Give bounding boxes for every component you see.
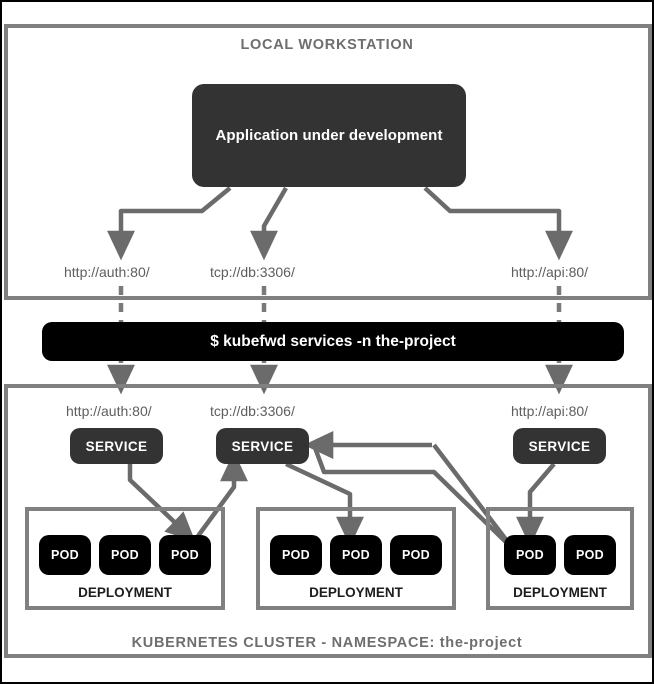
pod-row: POD POD POD (260, 535, 452, 575)
deployment-label: DEPLOYMENT (513, 585, 607, 600)
endpoint-label-api-bottom: http://api:80/ (511, 403, 589, 419)
pod-box[interactable]: POD (159, 535, 211, 575)
pod-label: POD (282, 548, 310, 562)
pod-box[interactable]: POD (99, 535, 151, 575)
service-label: SERVICE (231, 438, 294, 454)
pod-label: POD (576, 548, 604, 562)
service-box-db[interactable]: SERVICE (216, 428, 309, 464)
pod-label: POD (51, 548, 79, 562)
pod-box[interactable]: POD (39, 535, 91, 575)
deployment-label: DEPLOYMENT (78, 585, 172, 600)
deployment-label: DEPLOYMENT (309, 585, 403, 600)
endpoint-label-api-top: http://api:80/ (511, 264, 589, 280)
service-label: SERVICE (528, 438, 591, 454)
service-label: SERVICE (85, 438, 148, 454)
kubefwd-command-bar[interactable]: $ kubefwd services -n the-project (42, 322, 624, 361)
pod-label: POD (402, 548, 430, 562)
pod-row: POD POD (490, 535, 630, 575)
pod-label: POD (171, 548, 199, 562)
service-box-api[interactable]: SERVICE (513, 428, 606, 464)
kubefwd-command-text: $ kubefwd services -n the-project (210, 332, 456, 350)
pod-box[interactable]: POD (390, 535, 442, 575)
pod-box[interactable]: POD (330, 535, 382, 575)
pod-label: POD (516, 548, 544, 562)
deployment-box-2: POD POD POD DEPLOYMENT (256, 507, 456, 610)
deployment-box-1: POD POD POD DEPLOYMENT (25, 507, 225, 610)
endpoint-label-db-bottom: tcp://db:3306/ (210, 403, 295, 419)
endpoint-label-auth-bottom: http://auth:80/ (66, 403, 152, 419)
pod-label: POD (342, 548, 370, 562)
pod-box[interactable]: POD (564, 535, 616, 575)
local-workstation-frame (4, 24, 652, 300)
pod-box[interactable]: POD (270, 535, 322, 575)
kubernetes-cluster-frame (4, 384, 652, 658)
service-box-auth[interactable]: SERVICE (70, 428, 163, 464)
endpoint-label-db-top: tcp://db:3306/ (210, 264, 295, 280)
pod-row: POD POD POD (29, 535, 221, 575)
application-under-development-box[interactable]: Application under development (192, 84, 466, 187)
pod-label: POD (111, 548, 139, 562)
local-workstation-title: LOCAL WORKSTATION (240, 37, 414, 53)
pod-box[interactable]: POD (504, 535, 556, 575)
endpoint-label-auth-top: http://auth:80/ (64, 264, 150, 280)
deployment-box-3: POD POD DEPLOYMENT (486, 507, 634, 610)
kubernetes-cluster-title: KUBERNETES CLUSTER - NAMESPACE: the-proj… (131, 635, 523, 651)
application-box-label: Application under development (215, 127, 443, 144)
